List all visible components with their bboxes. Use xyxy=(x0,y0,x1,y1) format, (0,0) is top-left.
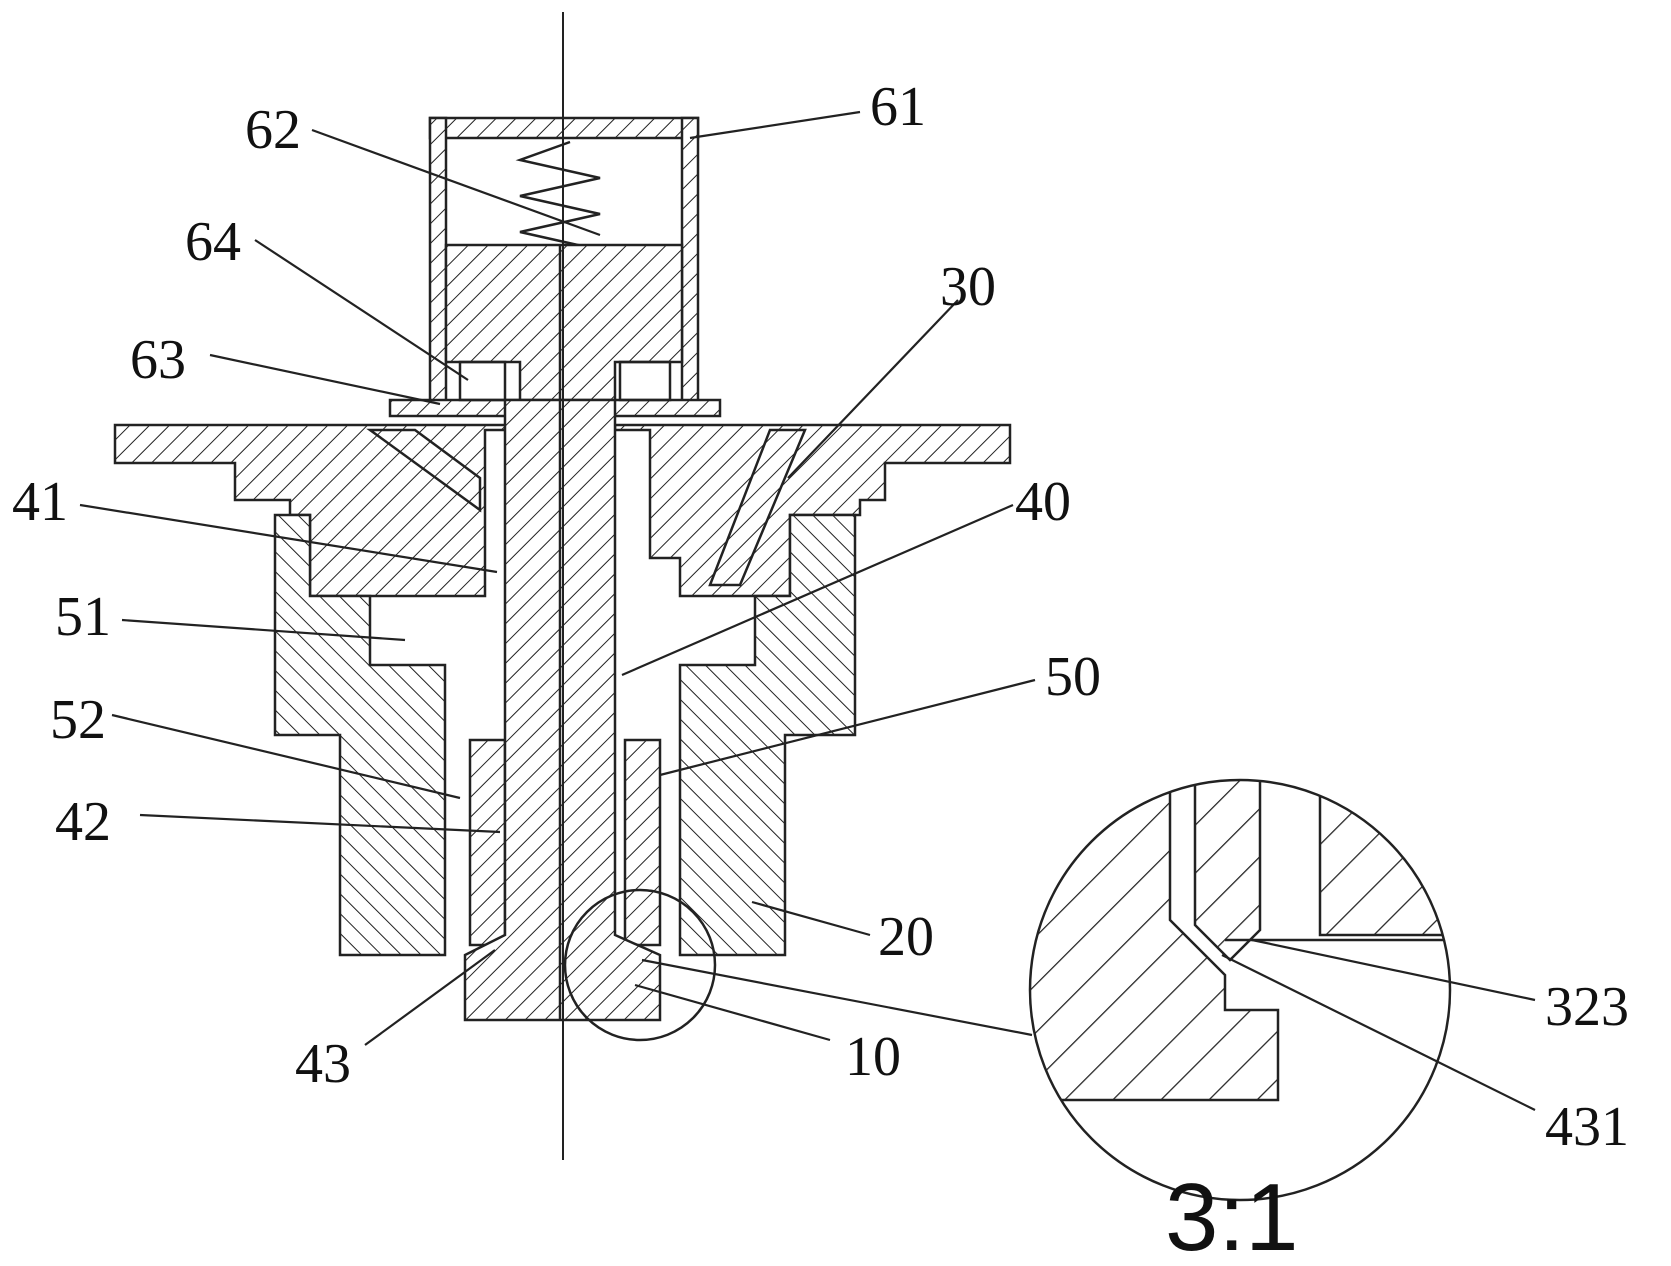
label-51: 51 xyxy=(55,586,111,648)
label-62: 62 xyxy=(245,99,301,161)
outer-sleeve-20 xyxy=(273,513,857,957)
label-431: 431 xyxy=(1545,1096,1629,1158)
callout-labels: 61 62 64 30 63 41 40 51 50 52 42 20 43 1… xyxy=(12,76,1629,1266)
label-52: 52 xyxy=(50,689,106,751)
scale-label: 3:1 xyxy=(1165,1164,1298,1266)
label-63: 63 xyxy=(130,329,186,391)
label-323: 323 xyxy=(1545,976,1629,1038)
label-20: 20 xyxy=(878,906,934,968)
detail-marker-circle xyxy=(563,888,717,1042)
label-64: 64 xyxy=(185,211,241,273)
label-40: 40 xyxy=(1015,471,1071,533)
label-10: 10 xyxy=(845,1026,901,1088)
label-42: 42 xyxy=(55,791,111,853)
label-61: 61 xyxy=(870,76,926,138)
label-41: 41 xyxy=(12,471,68,533)
label-43: 43 xyxy=(295,1033,351,1095)
detail-connector xyxy=(641,958,1033,1037)
leader-lines xyxy=(79,110,1536,1111)
label-30: 30 xyxy=(940,256,996,318)
detail-view xyxy=(1028,778,1452,1202)
label-50: 50 xyxy=(1045,646,1101,708)
